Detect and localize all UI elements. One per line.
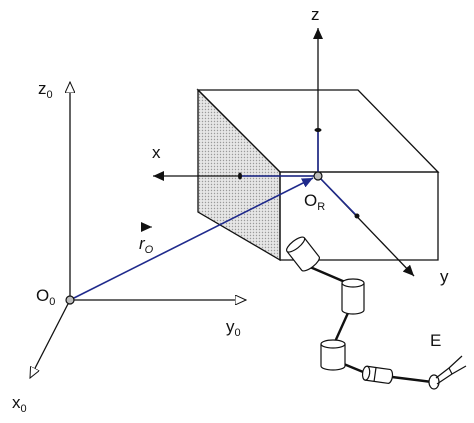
x-axis-unit-mark bbox=[238, 172, 242, 180]
svg-text:rO: rO bbox=[139, 234, 154, 256]
robot-frame bbox=[153, 28, 415, 277]
label-x: x bbox=[152, 143, 161, 162]
box-front-face bbox=[279, 171, 439, 261]
label-x0: x0 bbox=[12, 393, 27, 415]
label-r-o: rO bbox=[139, 222, 154, 256]
label-z0: z0 bbox=[38, 79, 53, 101]
joint-2 bbox=[341, 278, 365, 315]
label-y0: y0 bbox=[226, 317, 241, 339]
base-frame bbox=[29, 82, 246, 378]
joint-1 bbox=[286, 236, 320, 272]
z-axis-unit-mark bbox=[314, 128, 322, 132]
link-4 bbox=[391, 375, 433, 384]
joint-4 bbox=[361, 365, 394, 384]
label-e: E bbox=[430, 331, 441, 350]
y-axis-highlight bbox=[317, 175, 358, 217]
y-axis-unit-mark bbox=[354, 213, 360, 219]
label-y: y bbox=[440, 267, 449, 286]
joint-3 bbox=[320, 339, 346, 371]
label-o0: O0 bbox=[36, 286, 55, 308]
end-effector-gripper bbox=[428, 355, 467, 390]
label-or: OR bbox=[304, 191, 325, 213]
position-vector-r-o bbox=[69, 177, 314, 301]
origin-o0-point bbox=[65, 295, 75, 305]
label-z: z bbox=[311, 5, 320, 24]
robot-arm bbox=[286, 236, 467, 390]
x0-axis bbox=[29, 299, 71, 378]
origin-or-point bbox=[313, 171, 323, 181]
